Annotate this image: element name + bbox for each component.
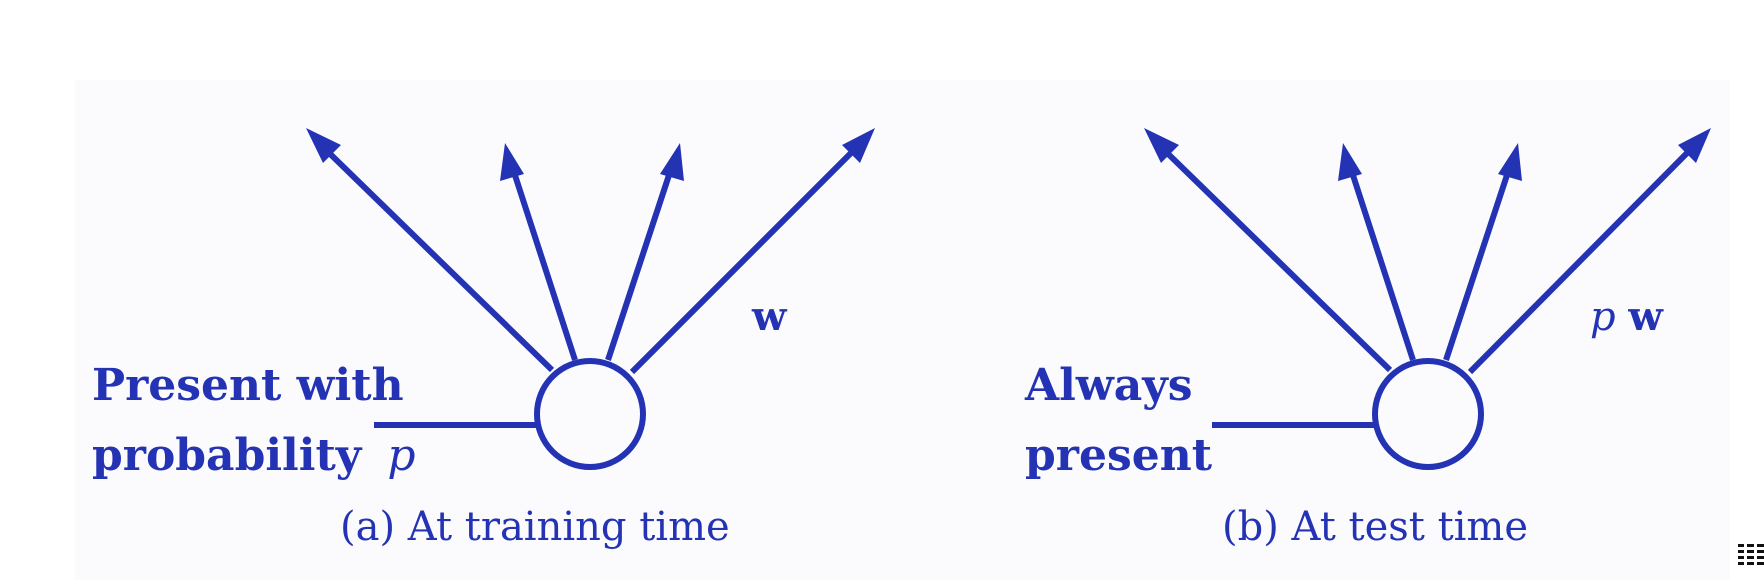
weight-label-w: w [1627, 293, 1664, 340]
input-label-probability: probability [92, 430, 363, 481]
input-label-line1: Present with [92, 360, 404, 411]
input-label-line1: Always [1024, 360, 1193, 411]
neuron-unit [534, 358, 646, 470]
outgoing-arrow [1443, 143, 1522, 361]
corner-logo-icon [1738, 544, 1764, 565]
panel-b: p w Always present (b) At test time [1024, 128, 1711, 550]
weight-label-p-var: p [1590, 294, 1616, 340]
outgoing-arrow [306, 128, 555, 373]
outgoing-arrow [1144, 128, 1393, 373]
weight-label: w [751, 293, 788, 340]
caption-a: (a) At training time [340, 504, 730, 550]
input-label-line2: present [1025, 430, 1213, 481]
panel-a: w Present with probability p (a) At trai… [92, 128, 875, 550]
caption-b: (b) At test time [1222, 504, 1528, 550]
outgoing-arrow [1467, 128, 1711, 375]
outgoing-arrow [500, 143, 578, 361]
input-label-line2: probability p [92, 430, 416, 481]
outgoing-arrow [629, 128, 875, 375]
neuron-unit [1372, 358, 1484, 470]
input-label-p-var: p [387, 430, 415, 481]
weight-label: p w [1590, 293, 1664, 340]
outgoing-arrow [605, 143, 684, 361]
outgoing-arrow [1338, 143, 1416, 361]
